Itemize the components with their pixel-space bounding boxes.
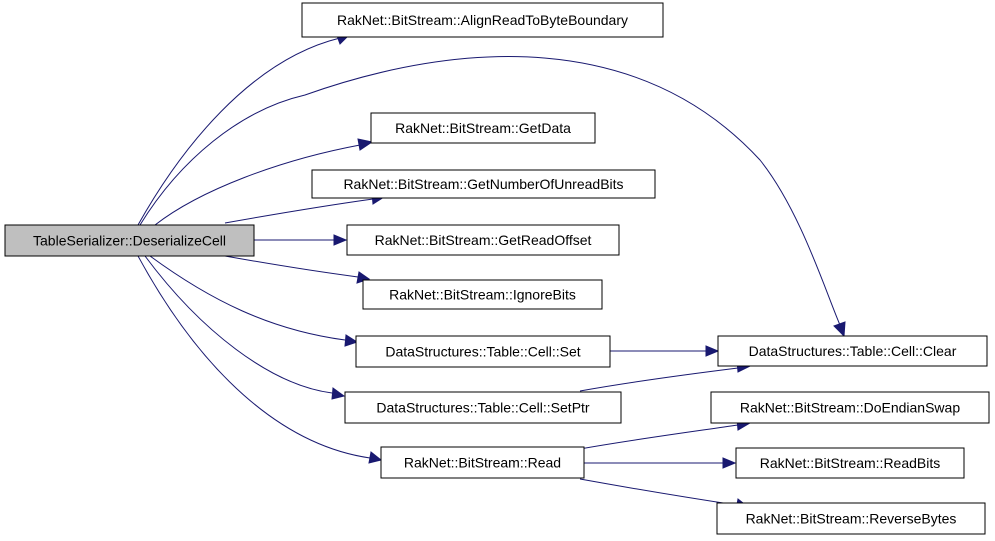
node-do-endian-swap-label: RakNet::BitStream::DoEndianSwap <box>740 400 960 416</box>
edge-cell-set-to-cell-clear <box>610 345 720 357</box>
node-get-read-offset-label: RakNet::BitStream::GetReadOffset <box>375 232 592 248</box>
node-cell-clear[interactable]: DataStructures::Table::Cell::Clear <box>717 335 988 367</box>
node-read[interactable]: RakNet::BitStream::Read <box>380 446 585 479</box>
edge-deserialize-to-cell-set <box>149 255 359 347</box>
node-reverse-bytes-label: RakNet::BitStream::ReverseBytes <box>746 511 957 527</box>
node-read-bits-label: RakNet::BitStream::ReadBits <box>760 455 941 471</box>
node-cell-set-label: DataStructures::Table::Cell::Set <box>385 344 580 360</box>
node-reverse-bytes[interactable]: RakNet::BitStream::ReverseBytes <box>716 502 986 535</box>
edge-deserialize-to-cell-setptr <box>144 255 346 400</box>
node-deserialize-cell[interactable]: TableSerializer::DeserializeCell <box>4 224 255 257</box>
edge-read-to-read-bits <box>584 457 737 469</box>
node-get-unread-bits[interactable]: RakNet::BitStream::GetNumberOfUnreadBits <box>311 169 656 199</box>
node-read-bits[interactable]: RakNet::BitStream::ReadBits <box>735 447 965 479</box>
edge-deserialize-to-read <box>137 255 383 464</box>
node-deserialize-cell-label: TableSerializer::DeserializeCell <box>33 233 226 249</box>
node-ignore-bits-label: RakNet::BitStream::IgnoreBits <box>389 287 576 303</box>
node-get-data[interactable]: RakNet::BitStream::GetData <box>370 112 596 144</box>
node-cell-setptr[interactable]: DataStructures::Table::Cell::SetPtr <box>344 391 622 424</box>
edge-deserialize-to-get-data <box>154 138 374 226</box>
node-cell-setptr-label: DataStructures::Table::Cell::SetPtr <box>376 400 590 416</box>
node-do-endian-swap[interactable]: RakNet::BitStream::DoEndianSwap <box>710 391 990 424</box>
node-read-label: RakNet::BitStream::Read <box>404 455 561 471</box>
edge-deserialize-to-cell-clear <box>139 56 846 338</box>
node-align-read-label: RakNet::BitStream::AlignReadToByteBounda… <box>337 12 628 28</box>
node-ignore-bits[interactable]: RakNet::BitStream::IgnoreBits <box>362 279 603 310</box>
node-get-data-label: RakNet::BitStream::GetData <box>395 120 571 136</box>
node-get-read-offset[interactable]: RakNet::BitStream::GetReadOffset <box>346 224 620 256</box>
node-cell-set[interactable]: DataStructures::Table::Cell::Set <box>355 335 611 368</box>
edge-deserialize-to-ignore-bits <box>224 255 371 284</box>
node-get-unread-bits-label: RakNet::BitStream::GetNumberOfUnreadBits <box>343 176 623 192</box>
node-align-read[interactable]: RakNet::BitStream::AlignReadToByteBounda… <box>301 2 664 38</box>
edge-deserialize-to-get-read-offset <box>254 234 348 246</box>
node-cell-clear-label: DataStructures::Table::Cell::Clear <box>749 343 957 359</box>
